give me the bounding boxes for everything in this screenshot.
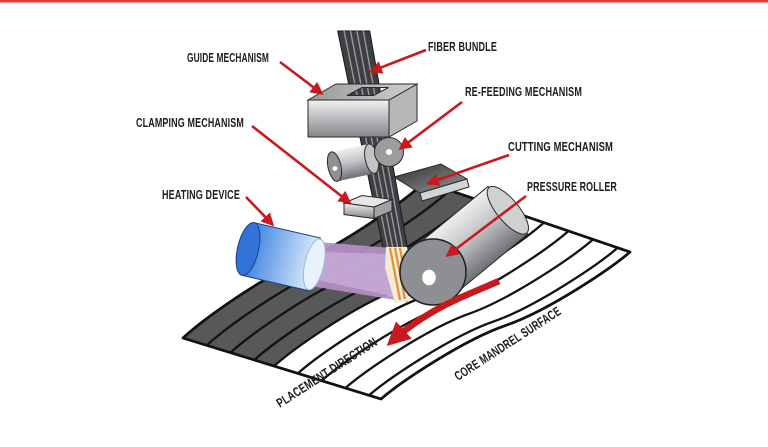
heat-beam-core xyxy=(318,252,400,298)
label-refeeding-mechanism: RE-FEEDING MECHANISM xyxy=(465,84,582,99)
annotation-arrows xyxy=(245,48,527,257)
clamp-top-face xyxy=(342,194,394,208)
label-fiber-bundle: FIBER BUNDLE xyxy=(428,39,497,54)
arrow-guide-mechanism xyxy=(279,60,324,95)
pressure-roller-hub-hole xyxy=(422,269,436,286)
arrow-cutting-mechanism xyxy=(425,153,510,186)
label-pressure-roller: PRESSURE ROLLER xyxy=(527,179,617,194)
cutter-edge xyxy=(419,178,470,202)
clamping-mechanism xyxy=(342,194,394,220)
arrow-heating-device xyxy=(245,196,275,227)
guide-front-face xyxy=(307,99,390,138)
surface-stripe xyxy=(368,246,619,397)
label-heating-device: HEATING DEVICE xyxy=(162,187,240,202)
placement-direction-arrow xyxy=(386,278,501,346)
top-border-line xyxy=(0,0,768,3)
heater-cap-right xyxy=(302,238,326,291)
label-cutting-mechanism: CUTTING MECHANISM xyxy=(508,139,613,154)
label-clamping-mechanism: CLAMPING MECHANISM xyxy=(136,115,244,130)
refeed-roller-right-hub xyxy=(386,149,392,155)
arrow-clamping-mechanism xyxy=(251,124,352,205)
refeed-roller-left-hub xyxy=(332,166,338,171)
guide-top-face xyxy=(306,83,419,101)
heating-device xyxy=(235,222,326,292)
arrow-refeeding-mechanism xyxy=(398,100,463,150)
refeed-roller-left-body xyxy=(331,144,375,182)
refeeding-mechanism xyxy=(326,137,404,182)
arrow-pressure-roller xyxy=(445,194,527,257)
label-guide-mechanism: GUIDE MECHANISM xyxy=(187,50,269,65)
surface-stripe xyxy=(344,238,594,389)
heater-cap-left xyxy=(235,222,261,276)
guide-mechanism xyxy=(306,83,419,138)
arrow-fiber-bundle xyxy=(368,48,427,74)
